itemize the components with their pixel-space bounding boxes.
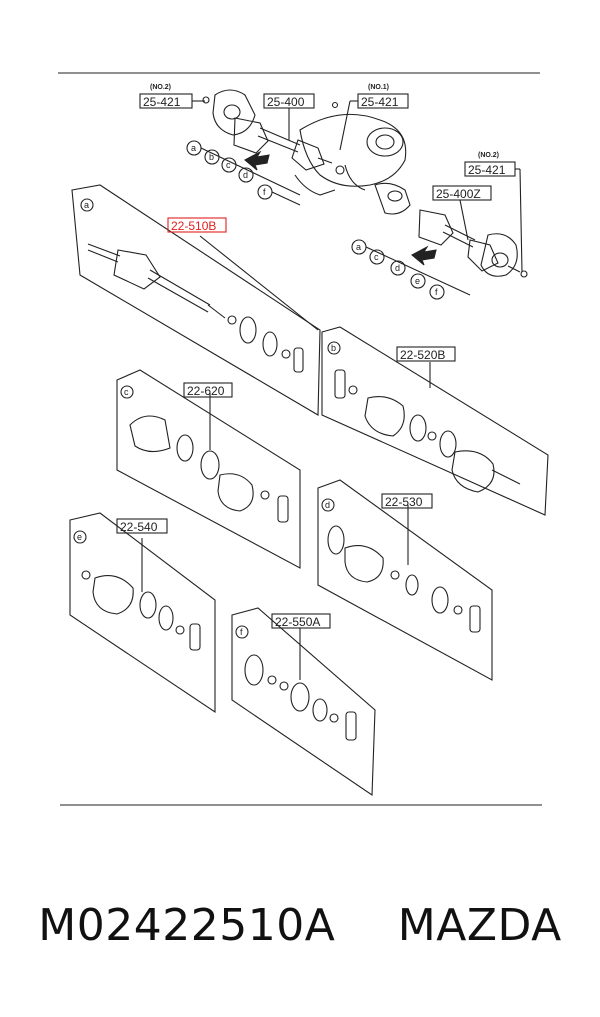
highlight-box	[167, 217, 227, 233]
top-left-no: (NO.2)	[150, 84, 171, 91]
top-mid-code: 25-400	[267, 95, 305, 109]
panel-c	[116, 369, 301, 569]
top-letter-c: c	[226, 160, 231, 170]
panel-f-code: 22-550A	[275, 615, 320, 629]
panel-b-code: 22-520B	[400, 348, 445, 362]
panel-d	[317, 479, 493, 681]
panel-f	[231, 607, 376, 797]
top-right-no: (NO.1)	[368, 84, 389, 91]
right-assembly	[351, 209, 528, 300]
panel-e	[69, 512, 216, 714]
top-left-code: 25-421	[143, 95, 181, 109]
part-number: M02422510A	[38, 900, 336, 951]
brand-name: MAZDA	[397, 900, 562, 951]
panel-a-code: 22-510B	[171, 219, 216, 233]
right-mid-code: 25-400Z	[436, 187, 481, 201]
top-letter-b: b	[209, 152, 214, 162]
panel-c-code: 22-620	[187, 384, 225, 398]
panel-e-code: 22-540	[120, 520, 158, 534]
panel-a-letter: a	[84, 200, 89, 210]
top-letter-a: a	[191, 143, 196, 153]
panel-d-code: 22-530	[385, 495, 423, 509]
top-right-code: 25-421	[361, 95, 399, 109]
top-assembly	[186, 89, 411, 215]
panel-e-letter: e	[77, 532, 82, 542]
top-letter-d: d	[243, 170, 248, 180]
panel-b	[321, 326, 549, 516]
panel-b-letter: b	[331, 343, 336, 353]
right-letter-a: a	[356, 242, 361, 252]
panel-f-letter: f	[240, 627, 243, 637]
panel-c-letter: c	[124, 387, 129, 397]
parts-diagram: (NO.2) 25-421 25-400 (NO.1) 25-421 (NO.2…	[58, 72, 549, 806]
right-letter-d: d	[395, 263, 400, 273]
right-code: 25-421	[468, 163, 506, 177]
right-letter-f: f	[435, 287, 438, 297]
right-letter-e: e	[415, 276, 420, 286]
right-letter-c: c	[374, 252, 379, 262]
footer-caption: M02422510A MAZDA	[0, 900, 600, 951]
right-no: (NO.2)	[478, 152, 499, 159]
panel-a	[71, 184, 321, 416]
top-letter-f: f	[263, 187, 266, 197]
panel-d-letter: d	[325, 500, 330, 510]
